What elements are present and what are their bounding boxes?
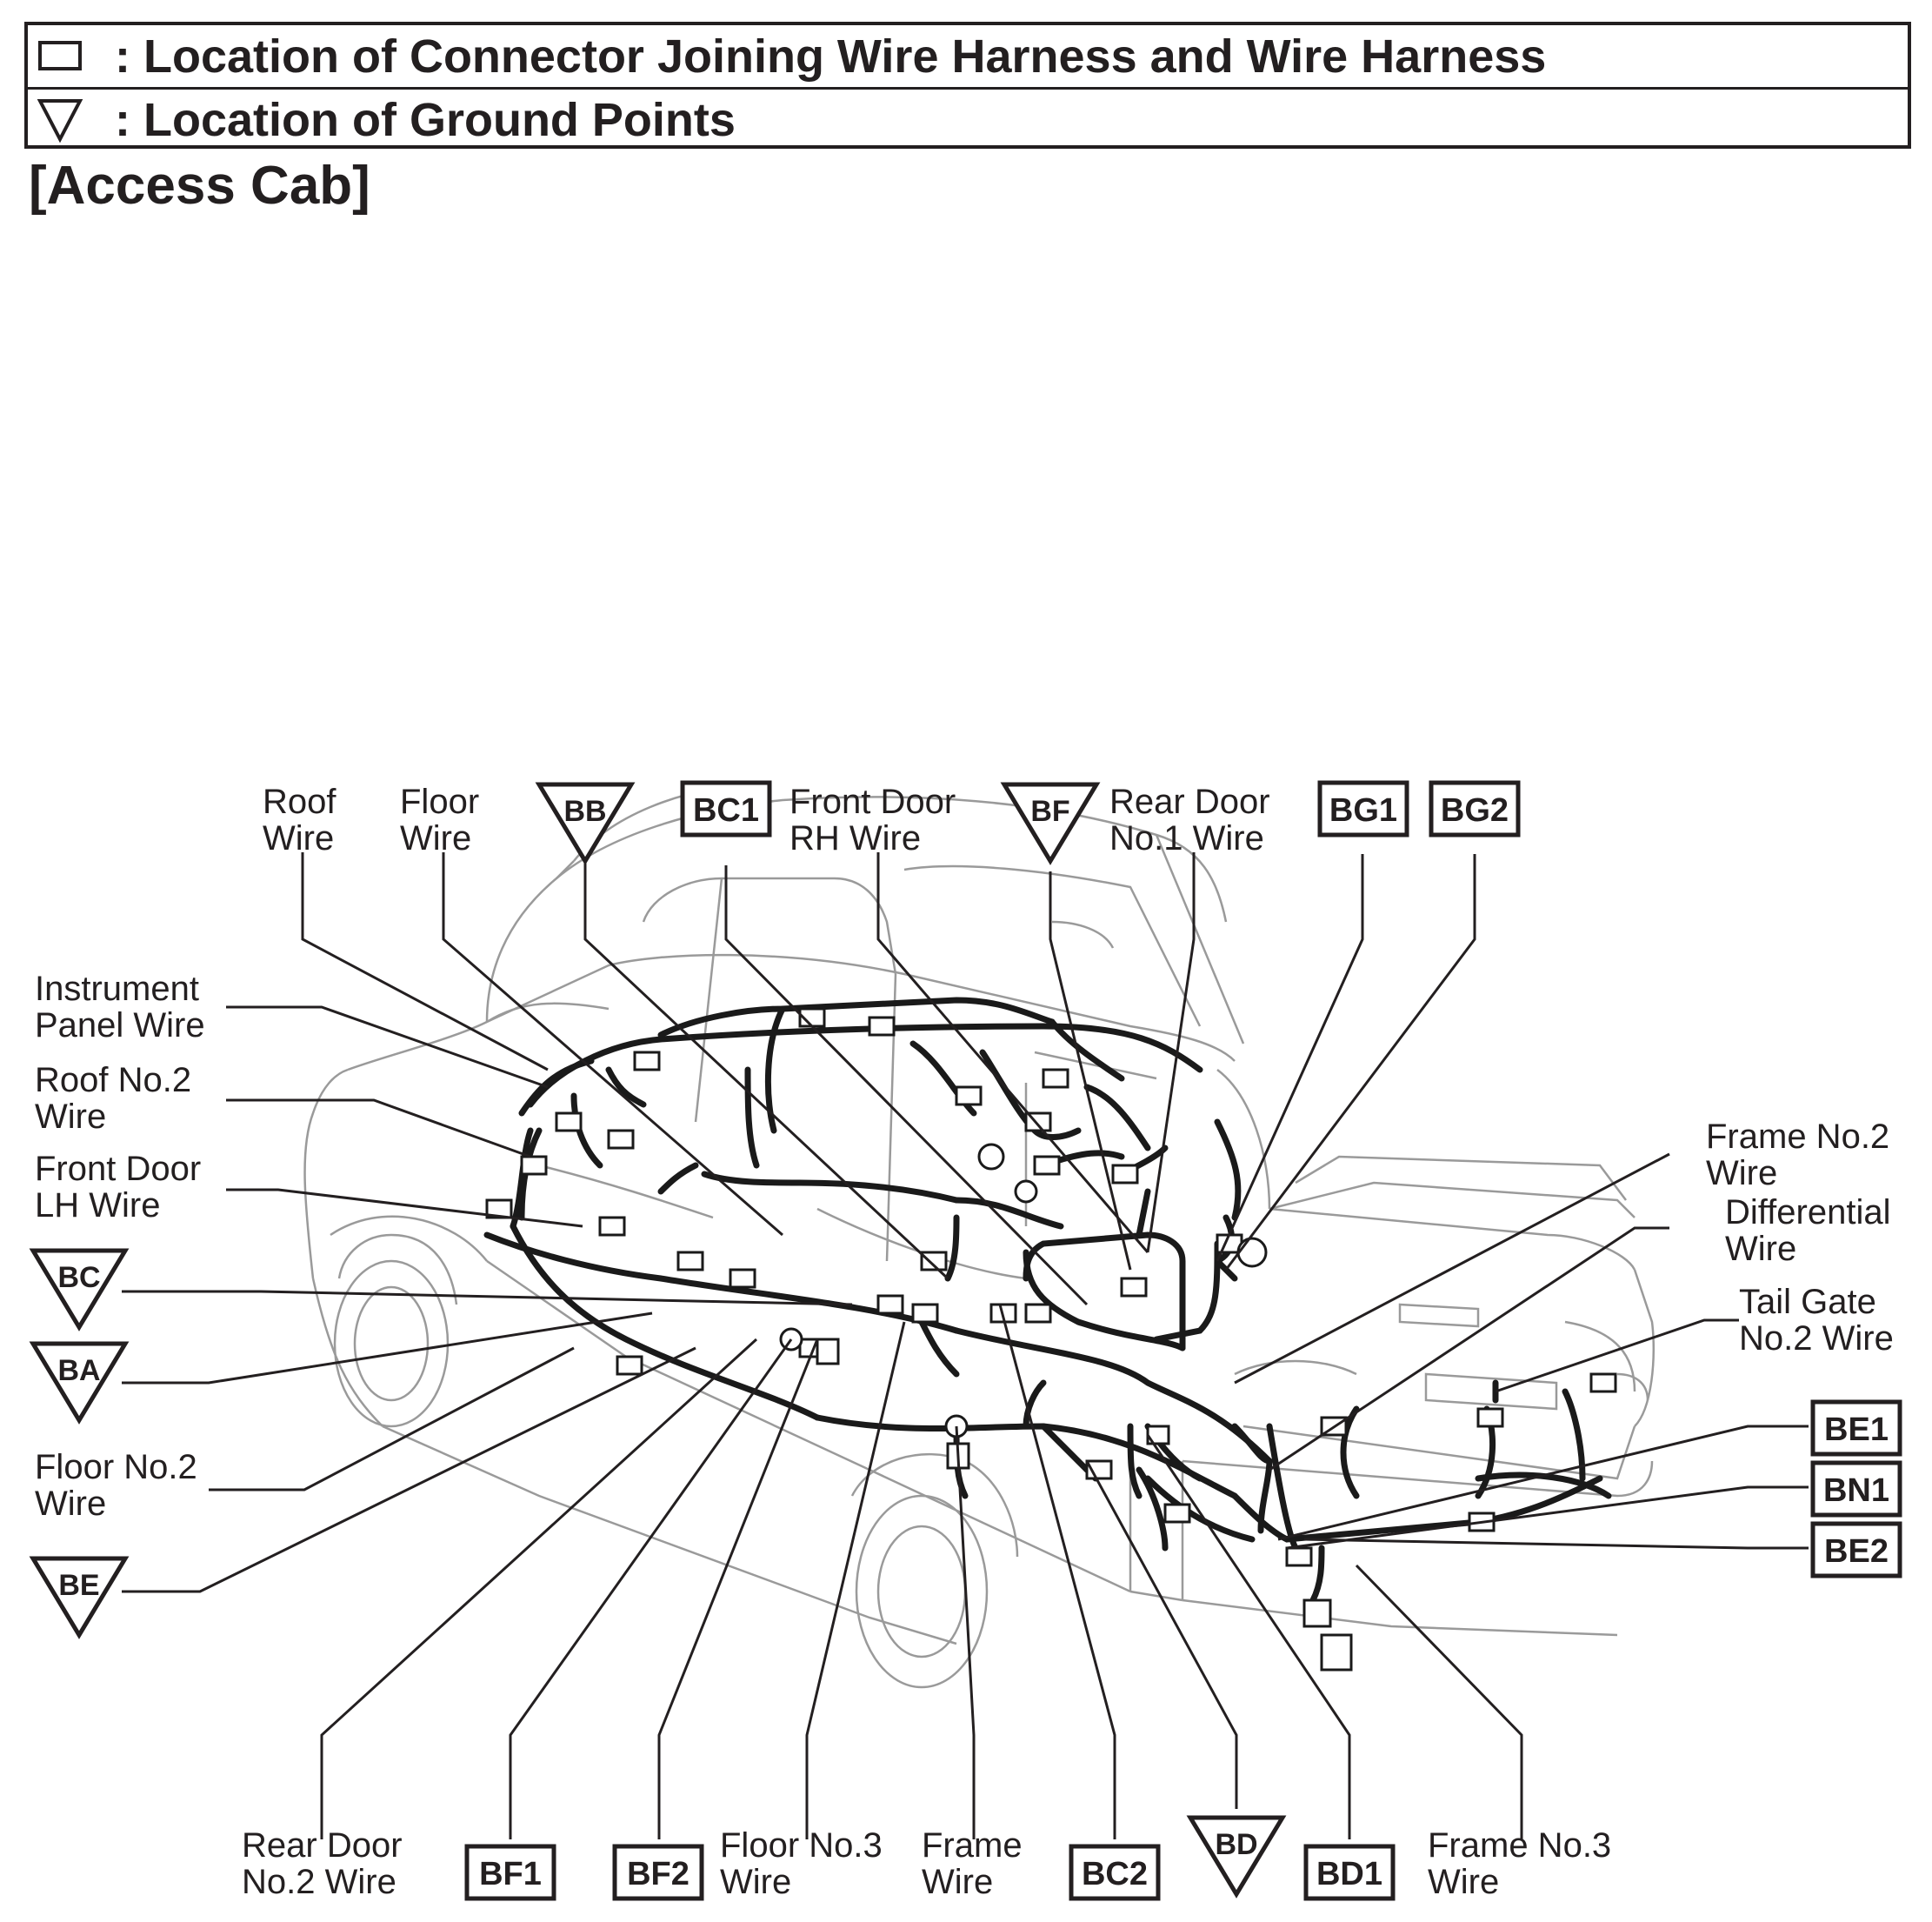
svg-text:BE2: BE2 [1824, 1533, 1889, 1570]
svg-text:BB: BB [563, 795, 606, 828]
vehicle-outline [303, 781, 1656, 1689]
connector-bg1: BG1 [1317, 780, 1409, 838]
svg-text:BG2: BG2 [1441, 792, 1509, 829]
connector-bc2: BC2 [1069, 1844, 1161, 1901]
svg-text:BF2: BF2 [627, 1856, 690, 1892]
label-floor-no2-wire: Floor No.2 Wire [35, 1448, 207, 1523]
svg-text:BA: BA [57, 1354, 100, 1387]
svg-text:BF1: BF1 [479, 1856, 542, 1892]
ground-ba: BA [29, 1341, 130, 1425]
svg-text:BE1: BE1 [1824, 1411, 1889, 1448]
label-frame-wire: Frame Wire [922, 1826, 1032, 1901]
wire-labels: Roof Wire Floor Wire Front Door RH Wire … [35, 783, 1901, 1901]
connector-bd1: BD1 [1303, 1844, 1396, 1901]
connector-bn1: BN1 [1810, 1460, 1902, 1518]
label-frame-no2-wire: Frame No.2 Wire [1706, 1118, 1899, 1192]
legend-box: : Location of Connector Joining Wire Har… [24, 22, 1911, 149]
label-rear-door-no2-wire: Rear Door No.2 Wire [242, 1826, 412, 1901]
label-front-door-rh-wire: Front Door RH Wire [789, 783, 965, 858]
label-floor-wire: Floor Wire [400, 783, 489, 858]
svg-text:BC1: BC1 [693, 792, 759, 829]
leader-lines [122, 852, 1809, 1839]
label-instrument-panel-wire: Instrument Panel Wire [35, 970, 209, 1044]
ground-points: BB BF BC BA BE BD [29, 782, 1287, 1899]
connector-bg2: BG2 [1429, 780, 1521, 838]
label-frame-no3-wire: Frame No.3 Wire [1428, 1826, 1621, 1901]
page-title: [Access Cab] [29, 156, 370, 216]
svg-text:BN1: BN1 [1823, 1472, 1889, 1509]
legend-ground-row: : Location of Ground Points [28, 89, 1908, 150]
connector-bf2: BF2 [612, 1844, 704, 1901]
ground-bc: BC [29, 1248, 130, 1331]
label-front-door-lh-wire: Front Door LH Wire [35, 1150, 210, 1225]
ground-bd: BD [1186, 1815, 1287, 1899]
down-triangle-icon [28, 94, 115, 146]
svg-text:BE: BE [58, 1569, 99, 1602]
svg-text:BD1: BD1 [1316, 1856, 1382, 1892]
ground-bb: BB [535, 782, 636, 865]
wire-harness-bundle [483, 997, 1612, 1604]
connector-codes: BC1 BG1 BG2 BE1 BN1 BE2 BF1 BF2 [464, 780, 1902, 1901]
connector-be1: BE1 [1810, 1399, 1902, 1457]
legend-connector-text: : Location of Connector Joining Wire Har… [115, 30, 1547, 83]
svg-text:BF: BF [1030, 795, 1069, 828]
svg-text:BC: BC [57, 1261, 100, 1294]
connector-bc1: BC1 [680, 780, 772, 838]
label-roof-wire: Roof Wire [263, 783, 346, 858]
svg-text:BC2: BC2 [1082, 1856, 1148, 1892]
ground-bf: BF [1000, 782, 1101, 865]
legend-ground-text: : Location of Ground Points [115, 93, 736, 146]
connector-bf1: BF1 [464, 1844, 556, 1901]
harness-connectors [485, 1007, 1617, 1672]
label-differential-wire: Differential Wire [1725, 1193, 1901, 1268]
ground-be: BE [29, 1556, 130, 1639]
label-tail-gate-no2-wire: Tail Gate No.2 Wire [1739, 1283, 1894, 1358]
connector-be2: BE2 [1810, 1521, 1902, 1578]
label-rear-door-no1-wire: Rear Door No.1 Wire [1109, 783, 1280, 858]
svg-text:BD: BD [1215, 1828, 1257, 1861]
svg-text:BG1: BG1 [1329, 792, 1397, 829]
legend-connector-row: : Location of Connector Joining Wire Har… [28, 25, 1908, 90]
rectangle-icon [28, 30, 115, 83]
label-floor-no3-wire: Floor No.3 Wire [720, 1826, 892, 1901]
label-roof-no2-wire: Roof No.2 Wire [35, 1061, 201, 1136]
